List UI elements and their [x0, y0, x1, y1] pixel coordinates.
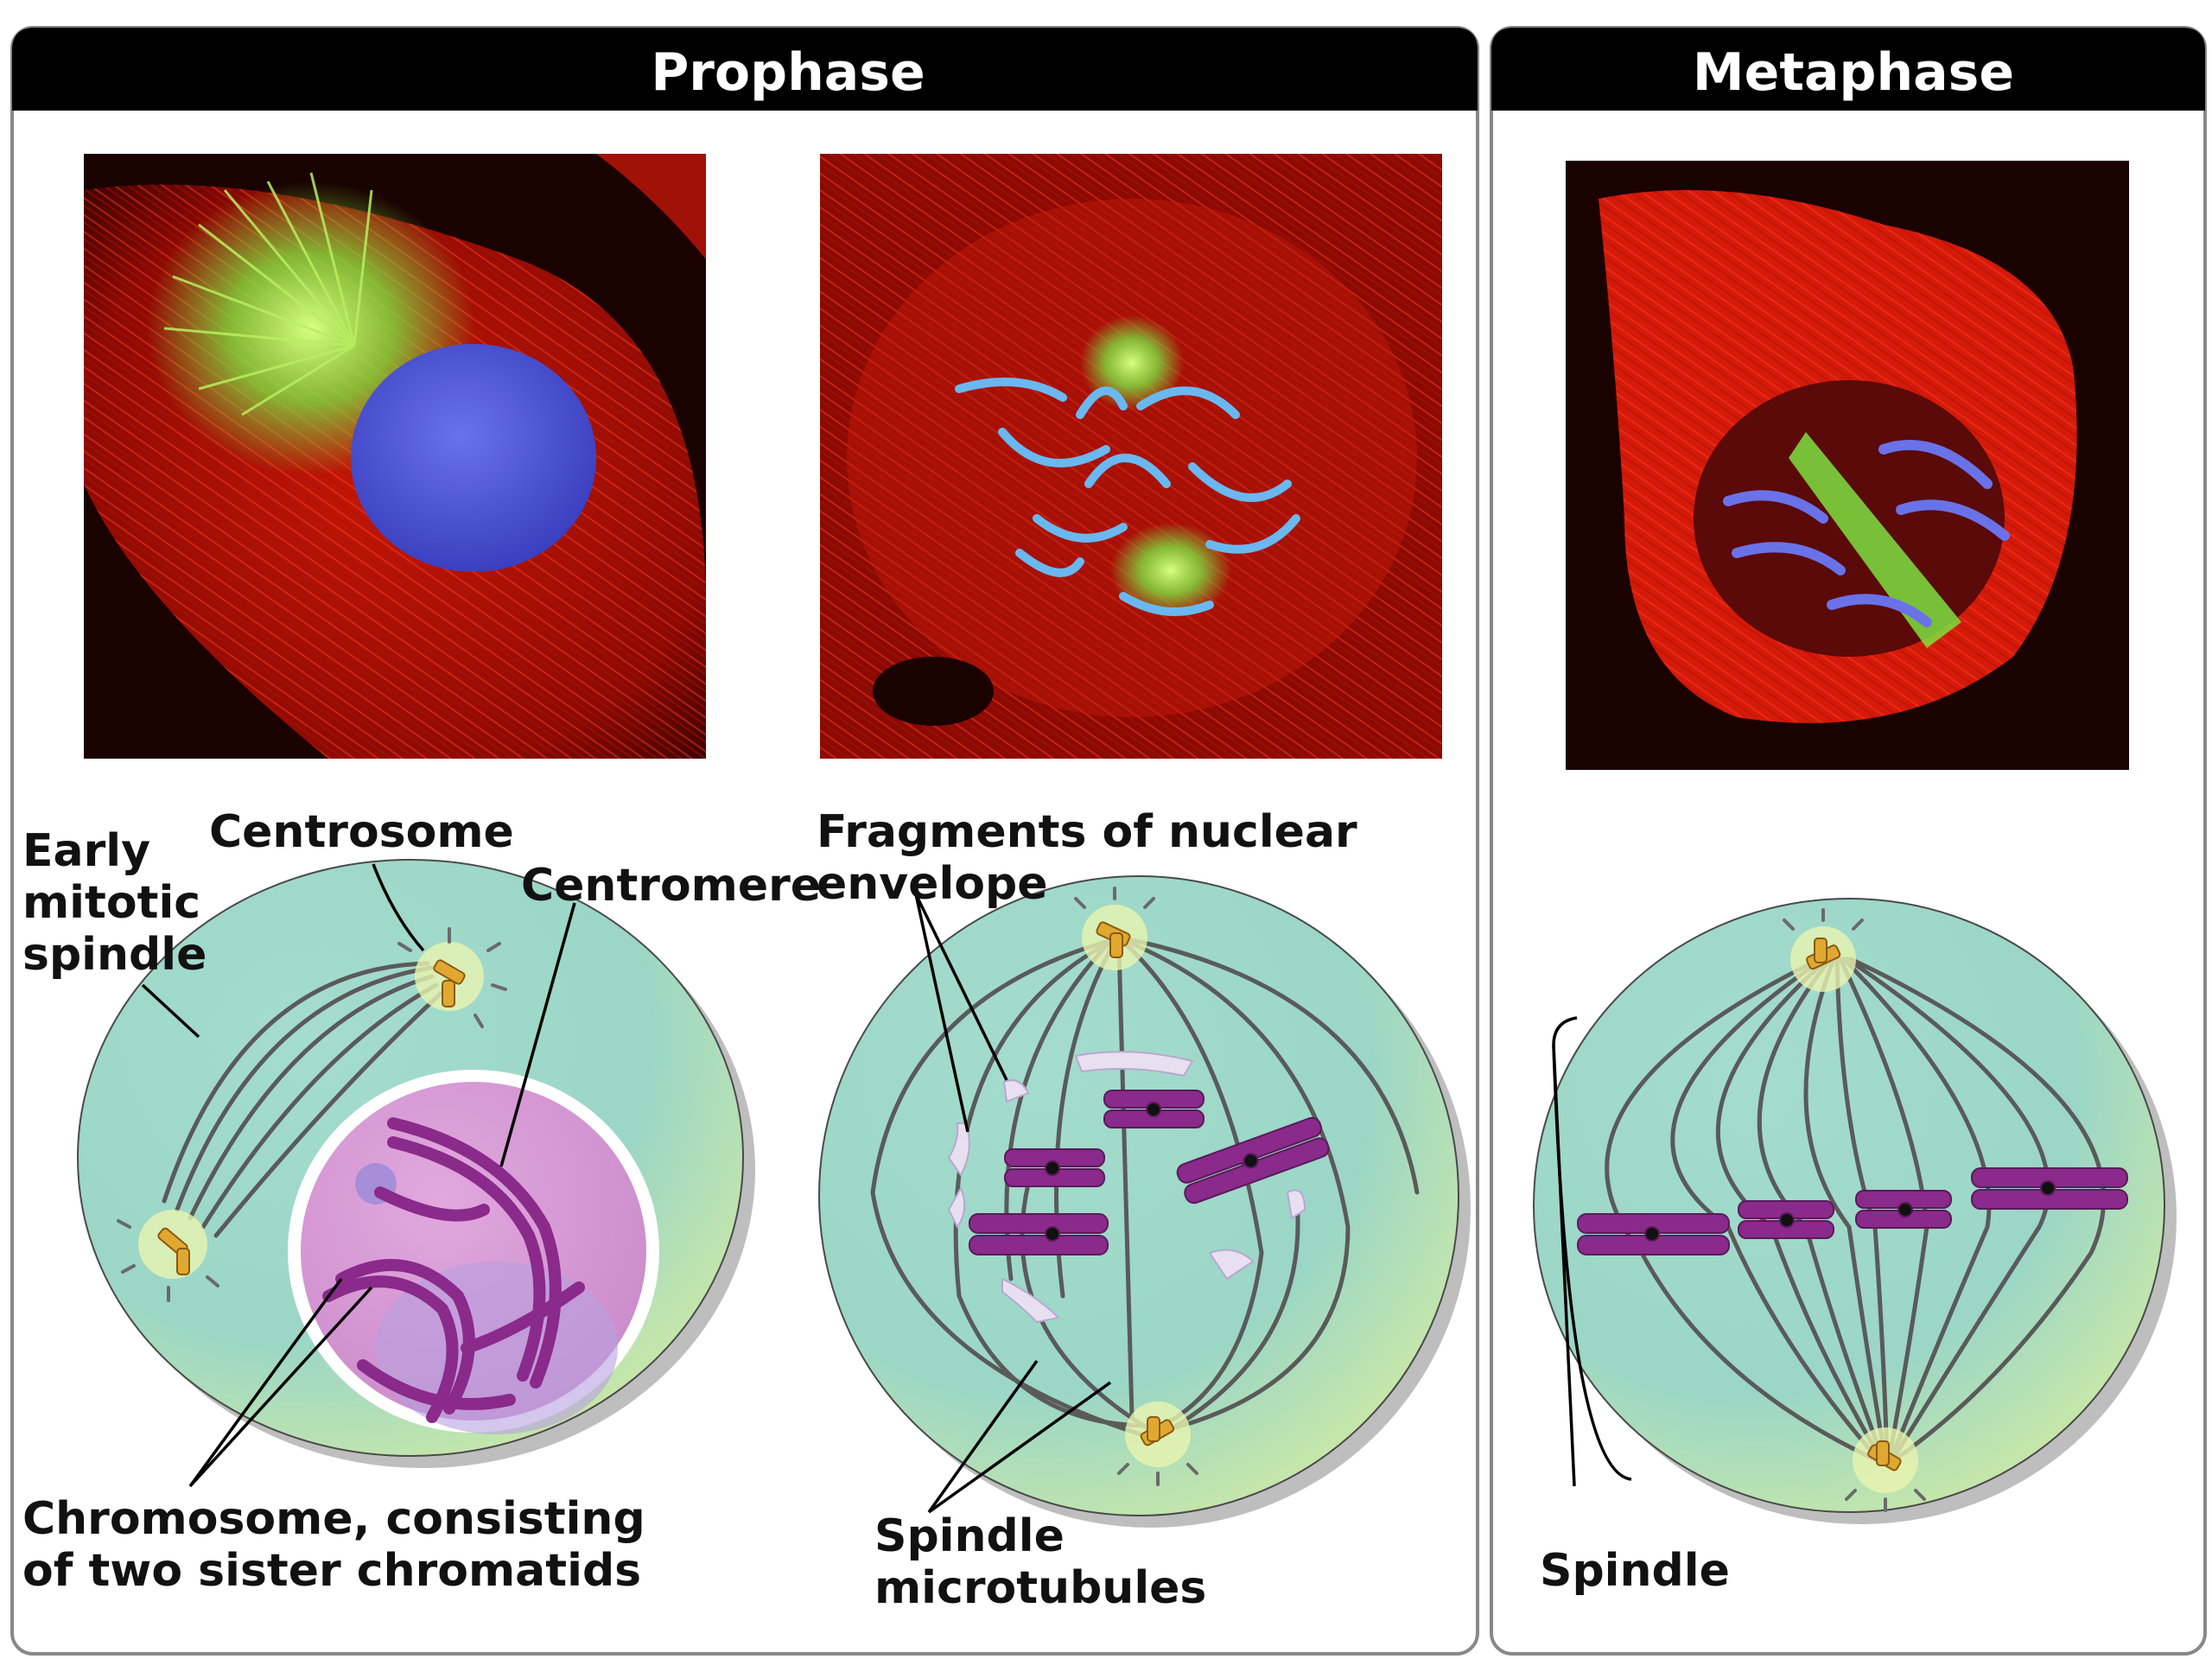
chromosome-icon: [1738, 1200, 1834, 1239]
chromosome-icon: [1577, 1213, 1730, 1255]
prophase-header-bar: [12, 28, 1478, 111]
chromosome-label-line-2: of two sister chromatids: [22, 1545, 641, 1597]
chromosome-icon: [1971, 1167, 2128, 1210]
leader-lines: [141, 863, 1632, 1514]
fragments-label-line-1: Fragments of nuclear: [817, 806, 1357, 858]
prophase-title: Prophase: [651, 42, 925, 103]
early-spindle-label-line-1: Early: [22, 825, 150, 877]
cell-early-prophase: [77, 859, 755, 1468]
chromosomes: [969, 1090, 1330, 1255]
aligned-chromosomes: [1723, 440, 2010, 627]
centromere-label: Centromere: [521, 860, 821, 912]
metaphase-header-bar: [1491, 28, 2205, 111]
cell-metaphase: [1533, 898, 2177, 1524]
centrosome-icon: [1117, 1402, 1198, 1486]
chromosome-icon: [969, 1213, 1109, 1255]
centrosome-icon: [397, 927, 507, 1028]
chromosomes: [322, 1117, 585, 1423]
aster-rays: [163, 172, 373, 416]
fragments-label-line-2: envelope: [817, 858, 1048, 910]
spindle-microtubules-label-line-2: microtubules: [874, 1562, 1206, 1614]
early-spindle-microtubules: [162, 961, 443, 1238]
chromosome-icon: [1855, 1190, 1952, 1229]
early-spindle-label-line-2: mitotic: [22, 877, 200, 929]
condensed-chromosomes: [955, 378, 1300, 616]
early-spindle-label-line-3: spindle: [22, 929, 207, 981]
centrosome-label: Centrosome: [209, 806, 514, 858]
micrograph-late-prophase: [820, 154, 1442, 759]
spindle-microtubules-label-line-1: Spindle: [874, 1510, 1065, 1562]
chromosomes: [1577, 1167, 2128, 1255]
nucleus-stained: [351, 344, 596, 572]
micrograph-metaphase: [1566, 161, 2129, 770]
chromosome-icon: [1103, 1090, 1205, 1128]
metaphase-title: Metaphase: [1693, 42, 2014, 103]
centrosome-icon: [1074, 887, 1155, 970]
centrosome-icon: [1845, 1427, 1926, 1512]
envelope-fragments: [947, 1051, 1306, 1324]
chromosome-icon: [1004, 1148, 1105, 1187]
spindle-label: Spindle: [1540, 1545, 1730, 1597]
centrosome-icon: [117, 1210, 219, 1302]
micrograph-early-prophase: [84, 154, 706, 759]
labels: Early mitotic spindle Centrosome Centrom…: [22, 806, 1730, 1614]
centrosome-icon: [1783, 908, 1864, 992]
chromosome-icon: [1176, 1116, 1330, 1205]
chromosome-label-line-1: Chromosome, consisting: [22, 1493, 645, 1545]
